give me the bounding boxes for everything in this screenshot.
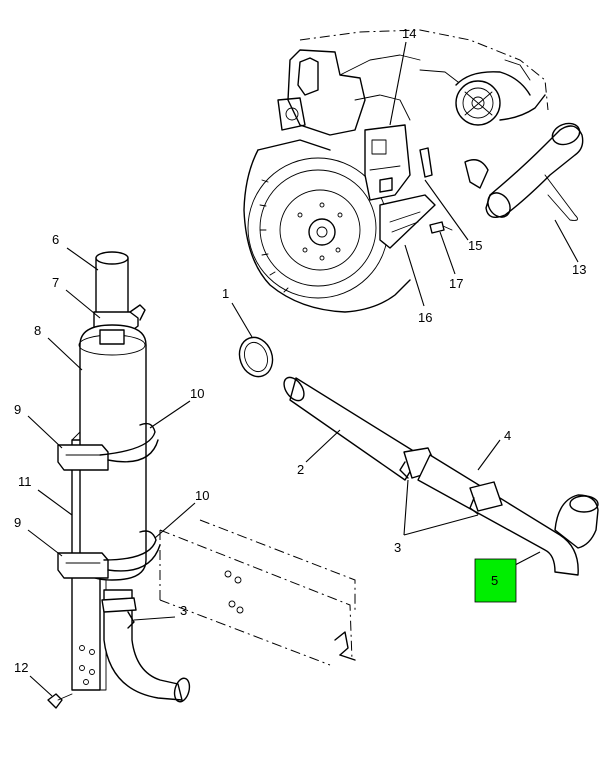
callout-17[interactable]: 17 [449, 276, 463, 291]
selection-highlight-box[interactable] [474, 558, 517, 603]
callout-7[interactable]: 7 [52, 275, 59, 290]
callout-11[interactable]: 11 [18, 474, 32, 489]
callout-12[interactable]: 12 [14, 660, 28, 675]
leader-lines [27, 41, 579, 697]
callout-14[interactable]: 14 [402, 26, 416, 41]
callout-13[interactable]: 13 [572, 262, 586, 277]
callout-16[interactable]: 16 [418, 310, 432, 325]
callout-3-elbow[interactable]: 3 [180, 603, 187, 618]
callout-3-front[interactable]: 3 [394, 540, 401, 555]
callout-9-lower[interactable]: 9 [14, 515, 21, 530]
callout-10-lower[interactable]: 10 [195, 488, 209, 503]
callout-2[interactable]: 2 [297, 462, 304, 477]
callout-4[interactable]: 4 [504, 428, 511, 443]
muffler-assembly [47, 251, 191, 709]
callout-6[interactable]: 6 [52, 232, 59, 247]
chassis-frame [159, 519, 356, 666]
callout-8[interactable]: 8 [34, 323, 41, 338]
callout-15[interactable]: 15 [468, 238, 482, 253]
engine-assembly [243, 29, 584, 313]
callout-9-upper[interactable]: 9 [14, 402, 21, 417]
callout-1[interactable]: 1 [222, 286, 229, 301]
front-pipe-assembly [238, 336, 599, 576]
callout-labels: 14 15 17 16 13 1 2 3 4 6 7 8 9 10 11 9 1… [14, 26, 586, 675]
selected-callout-5[interactable]: 5 [474, 558, 517, 603]
callout-10-upper[interactable]: 10 [190, 386, 204, 401]
callout-5[interactable]: 5 [491, 573, 498, 588]
